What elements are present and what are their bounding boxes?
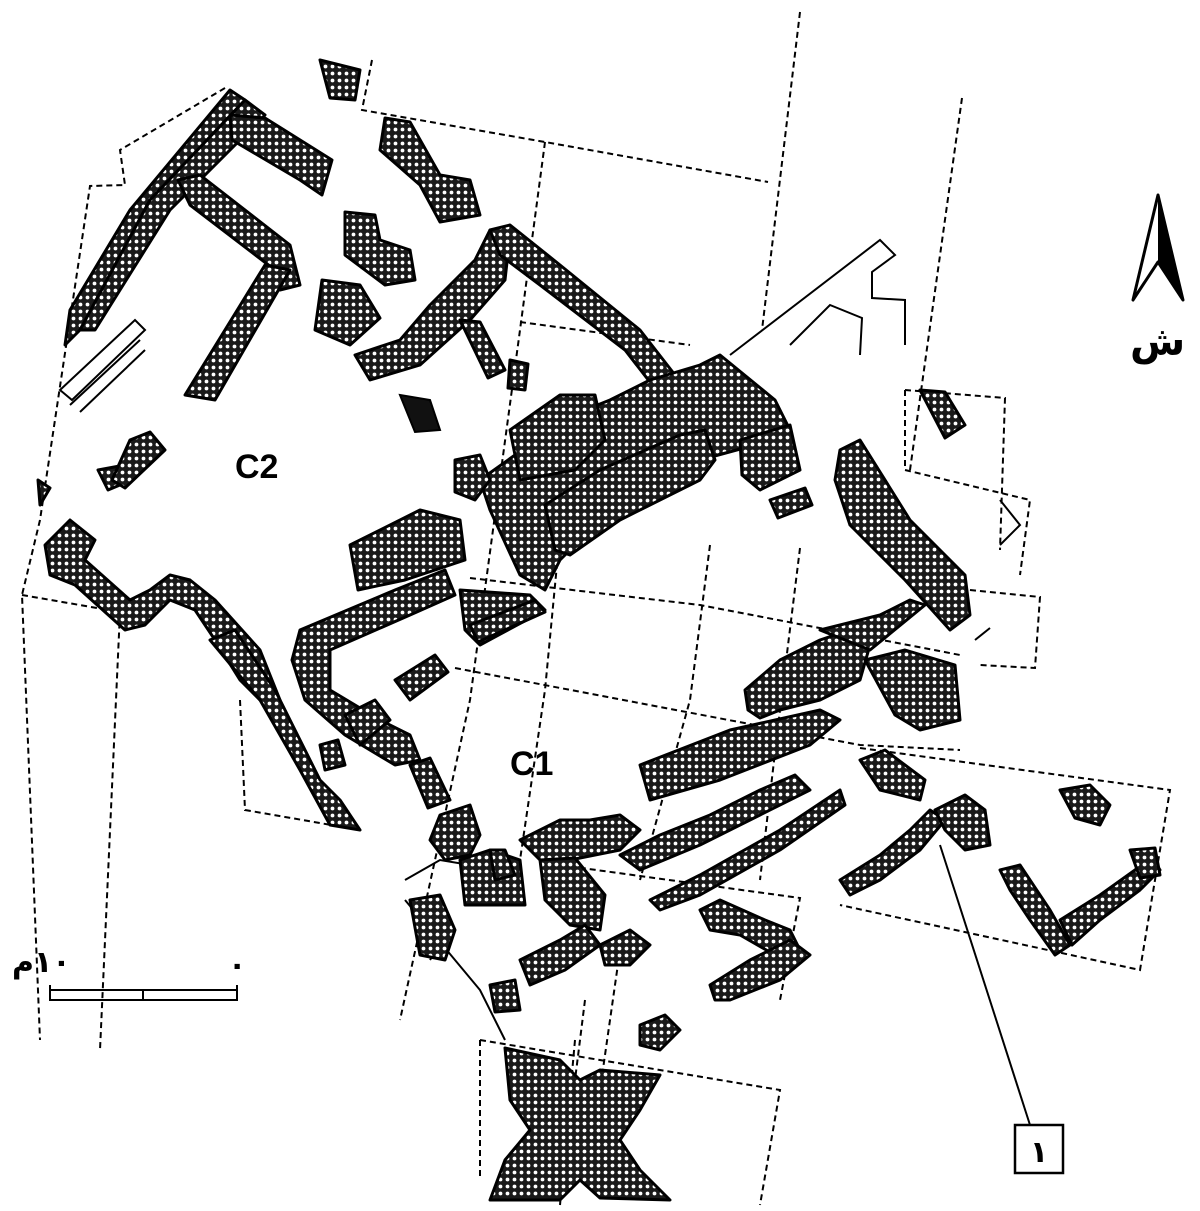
scale-label-start: ٠ (228, 948, 246, 983)
callout-box (1013, 1123, 1065, 1175)
scale-bar (49, 985, 238, 1001)
callout-number: ١ (1030, 1135, 1048, 1170)
north-label: ش (1130, 319, 1185, 365)
north-arrow-icon (1131, 193, 1185, 302)
scale-label-end: ١٠م (12, 945, 71, 980)
area-label-c2: C2 (235, 448, 278, 486)
walls (36, 58, 1162, 1202)
leader-lines (939, 627, 1031, 1126)
area-label-c1: C1 (510, 745, 553, 783)
